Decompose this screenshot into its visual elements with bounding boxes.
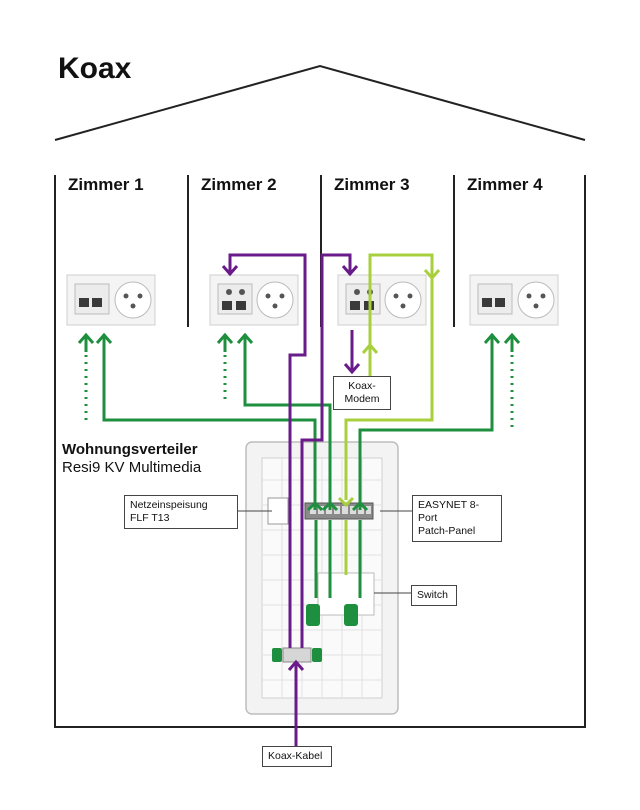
socket-room-3 [337,274,427,326]
room-label-4: Zimmer 4 [467,175,543,194]
green-cables [102,334,494,598]
green-arrowheads [77,332,521,512]
room-label-2: Zimmer 2 [201,175,277,194]
room-label-3: Zimmer 3 [334,175,410,194]
patch-panel-label: EASYNET 8-Port Patch-Panel [412,495,502,542]
page-title: Koax [58,52,132,85]
modem-label: Koax- Modem [333,376,391,410]
distributor-subtitle: Resi9 KV Multimedia [62,459,202,476]
distribution-cabinet [245,441,399,715]
modem-label-line1: Koax- [348,380,376,392]
power-supply-label: Netzeinspeisung FLF T13 [124,495,238,529]
leader-lines [238,510,412,594]
purple-cables [228,253,354,752]
socket-room-2 [209,274,299,326]
patch-panel-label-line1: EASYNET 8-Port [418,499,480,524]
room-label-1: Zimmer 1 [68,175,144,194]
distributor-title: Wohnungsverteiler [62,441,198,458]
socket-room-4 [469,274,559,326]
patch-panel-label-line2: Patch-Panel [418,525,476,537]
power-supply-label-line1: Netzeinspeisung [130,499,208,511]
house-roof [54,64,586,141]
power-supply-label-line2: FLF T13 [130,512,170,524]
coax-cable-label: Koax-Kabel [262,746,332,767]
switch-label: Switch [411,585,457,606]
purple-arrowheads [221,265,361,671]
socket-room-1 [66,274,156,326]
modem-label-line2: Modem [344,393,380,405]
